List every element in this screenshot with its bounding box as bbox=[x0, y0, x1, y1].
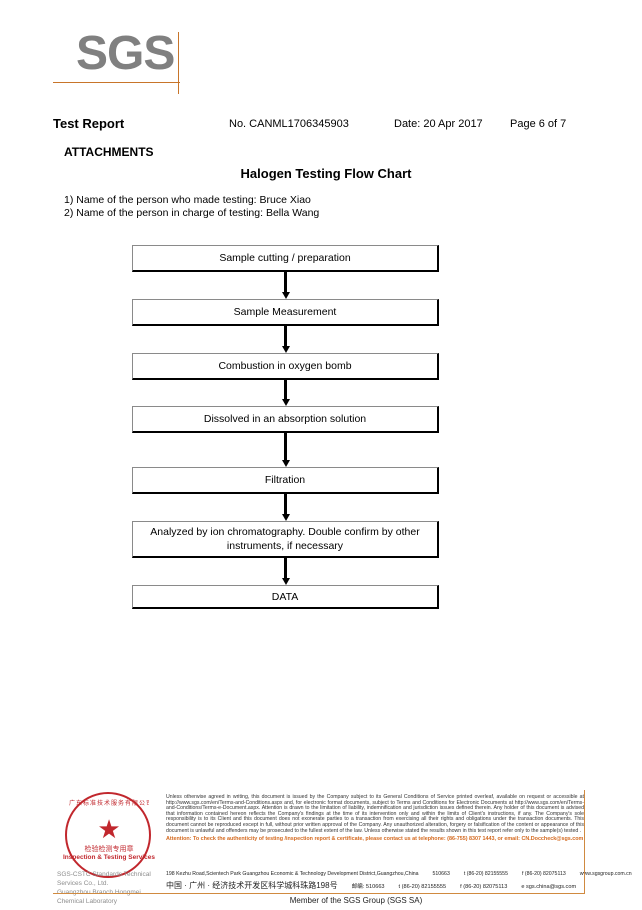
flow-step-2: Sample Measurement bbox=[132, 299, 439, 326]
tester-note-1: 1) Name of the person who made testing: … bbox=[64, 194, 311, 206]
flow-step-3: Combustion in oxygen bomb bbox=[132, 353, 439, 380]
flow-step-6: Analyzed by ion chromatography. Double c… bbox=[132, 521, 439, 558]
seal-arc-text: 广东标准技术服务有限公司广州分公司 bbox=[69, 801, 149, 807]
footer-separator-rule bbox=[53, 893, 585, 894]
report-date: Date: 20 Apr 2017 bbox=[394, 118, 483, 130]
tester-note-2: 2) Name of the person in charge of testi… bbox=[64, 207, 320, 219]
flow-step-6-label: Analyzed by ion chromatography. Double c… bbox=[150, 526, 420, 552]
flow-step-1: Sample cutting / preparation bbox=[132, 245, 439, 272]
halogen-testing-flowchart: Sample cutting / preparation Sample Meas… bbox=[132, 245, 439, 609]
sgs-group-member-note: Member of the SGS Group (SGS SA) bbox=[289, 896, 423, 905]
flow-arrow-6 bbox=[281, 558, 290, 585]
seal-english-label: Inspection & Testing Services bbox=[63, 854, 155, 861]
telephone-cn: t (86-20) 82155555 bbox=[398, 884, 447, 890]
disclaimer-body: Unless otherwise agreed in writing, this… bbox=[166, 794, 584, 834]
company-seal: 广东标准技术服务有限公司广州分公司 ★ 检验检测专用章 Inspection &… bbox=[57, 790, 161, 905]
address-line-chinese: 中国 · 广州 · 经济技术开发区科学城科珠路198号 邮编: 510663 t (… bbox=[166, 880, 586, 891]
flow-step-7: DATA bbox=[132, 585, 439, 609]
website-en[interactable]: www.sgsgroup.com.cn bbox=[579, 871, 632, 877]
flow-arrow-4 bbox=[281, 433, 290, 467]
address-en-text: 198 Kezhu Road,Scientech Park Guangzhou … bbox=[166, 871, 419, 877]
seal-company-name: SGS-CSTC Standards Technical Services Co… bbox=[57, 870, 169, 906]
flow-step-4-label: Dissolved in an absorption solution bbox=[203, 413, 367, 425]
sgs-logo: SGS bbox=[53, 27, 253, 94]
flow-step-4: Dissolved in an absorption solution bbox=[132, 406, 439, 433]
tester-notes: 1) Name of the person who made testing: … bbox=[64, 194, 319, 220]
flow-step-1-label: Sample cutting / preparation bbox=[219, 252, 351, 264]
report-header: Test Report No. CANML1706345903 Date: 20… bbox=[53, 116, 583, 134]
logo-vertical-rule bbox=[178, 32, 179, 94]
page-title: Test Report bbox=[53, 116, 125, 131]
flow-step-2-label: Sample Measurement bbox=[233, 306, 337, 318]
flow-step-7-label: DATA bbox=[271, 590, 299, 603]
flow-step-3-label: Combustion in oxygen bomb bbox=[218, 360, 352, 372]
postcode-cn: 邮编: 510663 bbox=[351, 884, 385, 890]
fax-cn: f (86-20) 82075113 bbox=[460, 884, 508, 890]
legal-disclaimer: Unless otherwise agreed in writing, this… bbox=[166, 794, 584, 842]
address-line-english: 198 Kezhu Road,Scientech Park Guangzhou … bbox=[166, 871, 632, 877]
section-heading-attachments: ATTACHMENTS bbox=[64, 145, 154, 159]
flow-arrow-1 bbox=[281, 272, 290, 299]
flow-arrow-2 bbox=[281, 326, 290, 353]
seal-star-icon: ★ bbox=[97, 814, 121, 844]
seal-chinese-label: 检验检测专用章 bbox=[84, 846, 134, 853]
flow-arrow-3 bbox=[281, 380, 290, 406]
flow-step-5: Filtration bbox=[132, 467, 439, 494]
logo-horizontal-rule bbox=[53, 82, 180, 83]
flow-arrow-5 bbox=[281, 494, 290, 521]
footer-side-rule bbox=[584, 790, 585, 894]
fax-en: f (86-20) 82075113 bbox=[521, 871, 566, 877]
postcode-en: 510663 bbox=[432, 871, 450, 877]
telephone-en: t (86-20) 82155555 bbox=[463, 871, 508, 877]
address-cn-text: 中国 · 广州 · 经济技术开发区科学城科珠路198号 bbox=[166, 881, 338, 890]
seal-company-line-1: SGS-CSTC Standards Technical Services Co… bbox=[57, 871, 151, 887]
page-indicator: Page 6 of 7 bbox=[510, 118, 567, 130]
logo-text: SGS bbox=[76, 27, 175, 80]
seal-circle bbox=[65, 792, 151, 878]
email-cn[interactable]: e sgs.china@sgs.com bbox=[521, 884, 577, 890]
attention-notice[interactable]: Attention: To check the authenticity of … bbox=[166, 835, 584, 842]
flow-step-5-label: Filtration bbox=[264, 474, 306, 486]
report-number: No. CANML1706345903 bbox=[229, 118, 349, 130]
seal-company-line-2: Guangzhou Branch Hongmei Chemical Labora… bbox=[57, 889, 141, 905]
flowchart-title: Halogen Testing Flow Chart bbox=[240, 166, 412, 181]
